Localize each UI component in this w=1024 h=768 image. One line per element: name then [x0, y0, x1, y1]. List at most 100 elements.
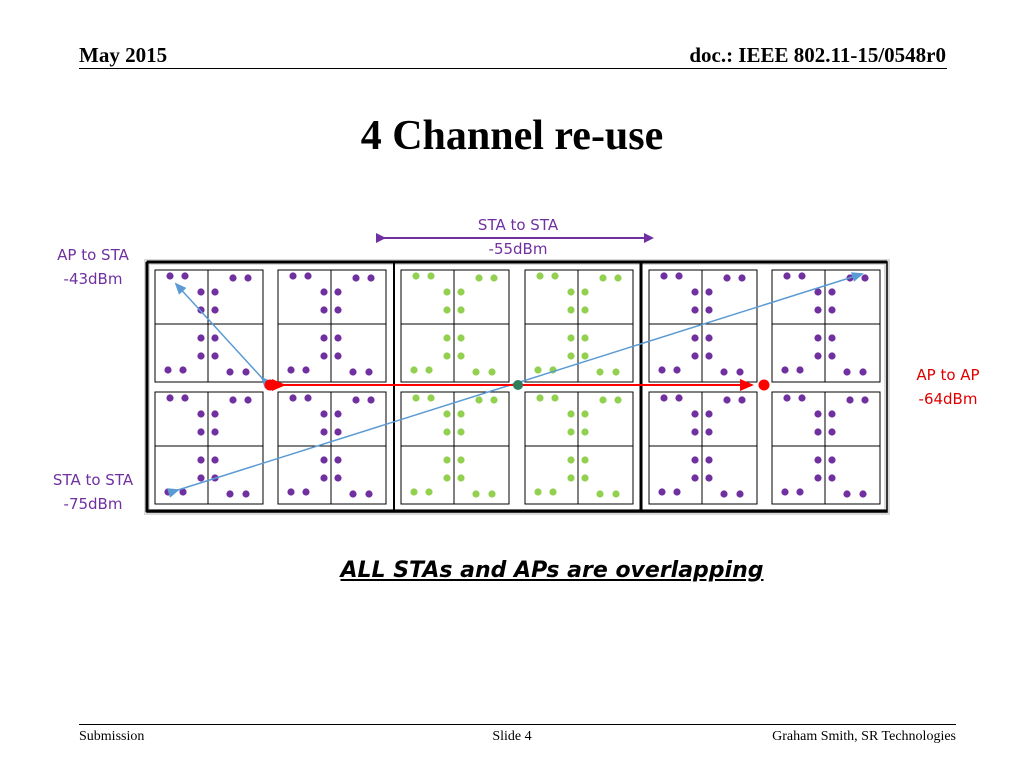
sta-dot — [736, 490, 744, 498]
sta-dot — [244, 274, 252, 282]
sta-dot — [783, 272, 791, 280]
apartment — [648, 391, 758, 505]
sta-dot — [211, 288, 219, 296]
sta-dot — [691, 428, 699, 436]
sta-dot — [320, 288, 328, 296]
apartment-outline — [771, 391, 881, 505]
sta-dot — [443, 456, 451, 464]
sta-dot — [781, 488, 789, 496]
sta-dot — [226, 490, 234, 498]
sta-dot — [412, 394, 420, 402]
apartment — [154, 391, 264, 505]
apartment-outline — [154, 269, 264, 383]
sta-dot — [334, 428, 342, 436]
sta-dot — [349, 368, 357, 376]
sta-dot — [581, 456, 589, 464]
sta-dot — [475, 396, 483, 404]
sta-dot — [457, 352, 465, 360]
sta-dot — [334, 410, 342, 418]
sta-dot — [443, 334, 451, 342]
sta-dot — [828, 456, 836, 464]
sta-dot — [596, 490, 604, 498]
sta-dot — [614, 274, 622, 282]
sta-dot — [289, 272, 297, 280]
sta-dot — [181, 394, 189, 402]
apartment — [400, 269, 510, 383]
sta-dot — [320, 456, 328, 464]
sta-dot — [367, 396, 375, 404]
apartment — [277, 269, 387, 383]
ap-right — [758, 379, 770, 391]
sta-dot — [367, 274, 375, 282]
sta-dot — [242, 368, 250, 376]
sta-dot — [197, 334, 205, 342]
sta-dot — [475, 274, 483, 282]
sta-dot — [349, 490, 357, 498]
sta-dot — [410, 488, 418, 496]
sta-dot — [691, 334, 699, 342]
sta-dot — [660, 394, 668, 402]
apartment-outline — [524, 391, 634, 505]
sta-dot — [166, 394, 174, 402]
sta-dot — [242, 490, 250, 498]
sta-dot — [457, 306, 465, 314]
sta-dot — [320, 334, 328, 342]
sta-dot — [211, 456, 219, 464]
sta-dot — [567, 428, 575, 436]
sta-dot — [443, 428, 451, 436]
sta-dot — [164, 488, 172, 496]
sta-dot — [472, 490, 480, 498]
sta-dot — [365, 490, 373, 498]
sta-dot — [472, 368, 480, 376]
sta-dot — [287, 488, 295, 496]
sta-dot — [814, 334, 822, 342]
sta-dot — [720, 368, 728, 376]
sta-dot — [287, 366, 295, 374]
sta-dot — [736, 368, 744, 376]
sta-dot — [814, 428, 822, 436]
sta-dot — [783, 394, 791, 402]
sta-dot — [304, 272, 312, 280]
sta-dot — [567, 456, 575, 464]
sta-dot — [334, 352, 342, 360]
sta-dot — [843, 368, 851, 376]
sta-dot — [705, 456, 713, 464]
sta-dot — [660, 272, 668, 280]
sta-dot — [229, 396, 237, 404]
sta-dot — [814, 410, 822, 418]
sta-dot — [197, 352, 205, 360]
header-divider — [79, 68, 947, 69]
apartment-outline — [648, 391, 758, 505]
footer-slide-number: Slide 4 — [492, 729, 532, 744]
sta-dot — [691, 306, 699, 314]
sta-dot — [166, 272, 174, 280]
sta-dot — [828, 334, 836, 342]
sta-dot — [738, 396, 746, 404]
sta-dot — [536, 272, 544, 280]
sta-dot — [673, 488, 681, 496]
sta-dot — [443, 306, 451, 314]
footer-author: Graham Smith, SR Technologies — [772, 729, 956, 744]
sta-dot — [705, 410, 713, 418]
sta-dot — [843, 490, 851, 498]
footer-submission: Submission — [79, 729, 145, 744]
apartment — [277, 391, 387, 505]
sta-dot — [581, 428, 589, 436]
sta-dot — [705, 306, 713, 314]
sta-dot — [846, 396, 854, 404]
sta-dot — [691, 288, 699, 296]
sta-dot — [289, 394, 297, 402]
sta-dot — [567, 410, 575, 418]
sta-dot — [457, 456, 465, 464]
sta-dot — [738, 274, 746, 282]
apartment — [524, 269, 634, 383]
sta-to-sta-label-top: STA to STA -55dBm — [448, 213, 588, 261]
sta-dot — [567, 352, 575, 360]
sta-dot — [181, 272, 189, 280]
apartment — [400, 391, 510, 505]
sta-dot — [691, 410, 699, 418]
sta-dot — [457, 288, 465, 296]
sta-dot — [814, 456, 822, 464]
sta-dot — [427, 394, 435, 402]
